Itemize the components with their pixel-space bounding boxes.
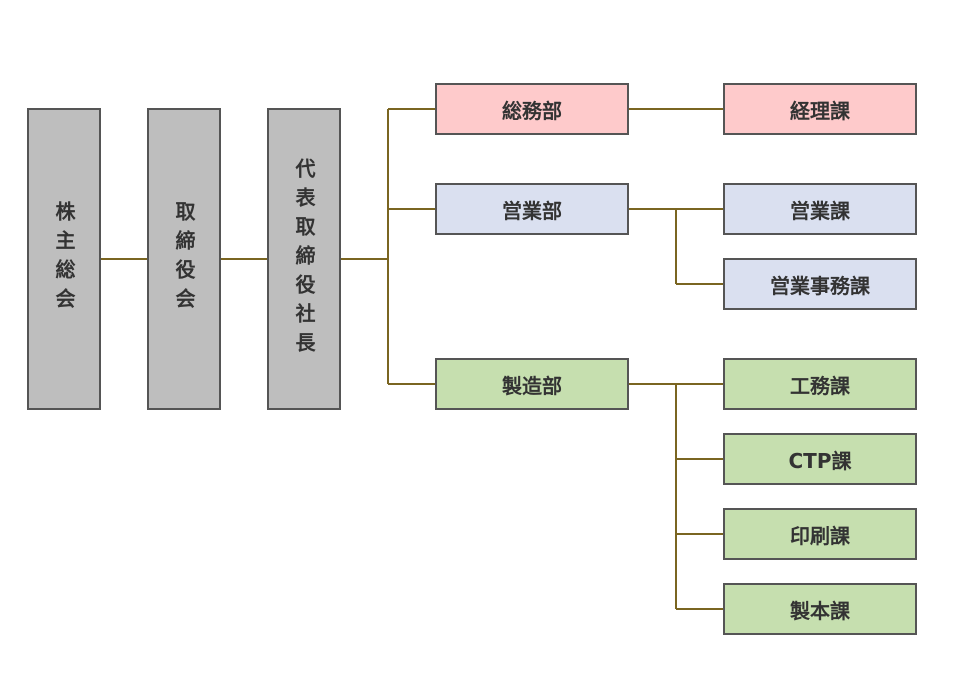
- dept-soumu-box: 総務部: [435, 83, 629, 135]
- section-eigyo-label: 営業課: [790, 198, 850, 223]
- board-of-directors-label: 取締役会: [172, 201, 196, 317]
- section-ctp-label: CTP課: [788, 448, 852, 473]
- dept-eigyo-label: 営業部: [502, 198, 562, 223]
- section-insatsu-box: 印刷課: [723, 508, 917, 560]
- section-seihon-box: 製本課: [723, 583, 917, 635]
- dept-eigyo-box: 営業部: [435, 183, 629, 235]
- shareholders-meeting-box: 株主総会: [27, 108, 101, 410]
- dept-soumu-label: 総務部: [502, 98, 562, 123]
- section-eigyo-jimu-label: 営業事務課: [770, 273, 870, 298]
- section-insatsu-label: 印刷課: [790, 523, 850, 548]
- section-eigyo-jimu-box: 営業事務課: [723, 258, 917, 310]
- dept-seizo-box: 製造部: [435, 358, 629, 410]
- section-keiri-label: 経理課: [790, 98, 850, 123]
- section-koumu-box: 工務課: [723, 358, 917, 410]
- section-seihon-label: 製本課: [790, 598, 850, 623]
- section-eigyo-box: 営業課: [723, 183, 917, 235]
- president-label: 代表取締役社長: [292, 157, 316, 361]
- section-ctp-box: CTP課: [723, 433, 917, 485]
- section-koumu-label: 工務課: [790, 373, 850, 398]
- board-of-directors-box: 取締役会: [147, 108, 221, 410]
- dept-seizo-label: 製造部: [502, 373, 562, 398]
- president-box: 代表取締役社長: [267, 108, 341, 410]
- shareholders-meeting-label: 株主総会: [52, 201, 76, 317]
- section-keiri-box: 経理課: [723, 83, 917, 135]
